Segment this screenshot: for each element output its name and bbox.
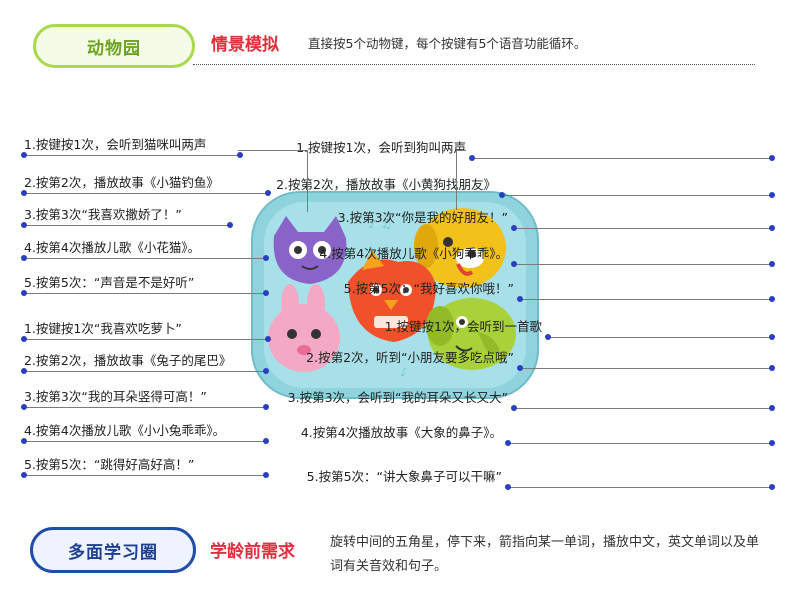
right-elephant-callout-4: 4.按第4次播放故事《大象的鼻子》。	[300, 425, 502, 440]
left-cat-callout-1: 1.按键按1次，会听到猫咪叫两声	[24, 137, 207, 152]
callout-dot	[545, 334, 551, 340]
left-rabbit-callout-2: 2.按第2次，播放故事《兔子的尾巴》	[24, 353, 232, 368]
callout-dot	[769, 334, 775, 340]
callout-dot	[21, 152, 27, 158]
callout-line	[24, 441, 266, 442]
left-cat-callout-5: 5.按第5次：“声音是不是好听”	[24, 275, 195, 290]
callout-dot	[769, 296, 775, 302]
callout-dot	[769, 261, 775, 267]
callout-dot	[517, 365, 523, 371]
callout-dot	[769, 365, 775, 371]
callout-line	[24, 293, 266, 294]
section-pill-zoo: 动物园	[33, 24, 195, 68]
right-dog-callout-1: 1.按键按1次，会听到狗叫两声	[296, 140, 466, 155]
left-rabbit-callout-1: 1.按键按1次“我喜欢吃萝卜”	[24, 321, 182, 336]
section-description-scenario: 直接按5个动物键，每个按键有5个语音功能循环。	[308, 36, 587, 51]
callout-dot	[469, 155, 475, 161]
callout-dot	[263, 404, 269, 410]
rabbit-button[interactable]	[268, 284, 340, 372]
dog-button[interactable]	[414, 208, 506, 288]
callout-line	[548, 337, 772, 338]
callout-dot	[505, 484, 511, 490]
callout-line	[24, 225, 230, 226]
callout-dot	[769, 225, 775, 231]
left-cat-callout-4: 4.按第4次播放儿歌《小花猫》。	[24, 240, 201, 255]
callout-line	[24, 371, 266, 372]
callout-line	[520, 368, 772, 369]
callout-dot	[237, 152, 243, 158]
left-rabbit-callout-5: 5.按第5次：“跳得好高好高！”	[24, 457, 195, 472]
callout-line	[520, 299, 772, 300]
callout-line	[24, 193, 268, 194]
callout-dot	[21, 222, 27, 228]
callout-line	[508, 487, 772, 488]
callout-line	[514, 408, 772, 409]
callout-dot	[21, 472, 27, 478]
callout-line	[24, 258, 266, 259]
callout-dot	[21, 190, 27, 196]
callout-dot	[505, 440, 511, 446]
section-title-preschool: 学龄前需求	[210, 542, 295, 562]
divider-top	[193, 64, 755, 65]
callout-line	[502, 195, 772, 196]
left-cat-callout-2: 2.按第2次，播放故事《小猫钓鱼》	[24, 175, 219, 190]
callout-dot	[21, 368, 27, 374]
callout-dot	[21, 438, 27, 444]
callout-dot	[511, 225, 517, 231]
callout-dot	[265, 336, 271, 342]
right-dog-callout-2: 2.按第2次，播放故事《小黄狗找朋友》	[276, 177, 496, 192]
right-elephant-callout-5: 5.按第5次：“讲大象鼻子可以干嘛”	[306, 469, 502, 484]
cat-button[interactable]	[273, 216, 347, 284]
section-description-preschool: 旋转中间的五角星，停下来，箭指向某一单词，播放中文，英文单词以及单词有关音效和句…	[330, 535, 760, 574]
callout-dot	[517, 296, 523, 302]
left-cat-callout-3: 3.按第3次“我喜欢撒娇了！”	[24, 207, 182, 222]
section-pill-learning-circle: 多面学习圈	[30, 527, 196, 573]
callout-dot	[21, 290, 27, 296]
right-elephant-callout-1: 1.按键按1次，会听到一首歌	[384, 319, 542, 334]
callout-dot	[263, 255, 269, 261]
callout-line	[508, 443, 772, 444]
svg-text:♪: ♪	[400, 365, 408, 379]
callout-dot	[769, 440, 775, 446]
bird-button[interactable]	[348, 250, 436, 342]
callout-dot	[21, 404, 27, 410]
callout-dot	[263, 472, 269, 478]
callout-dot	[769, 484, 775, 490]
callout-dot	[21, 336, 27, 342]
callout-dot	[263, 368, 269, 374]
section-title-scenario: 情景模拟	[211, 35, 279, 55]
callout-line	[514, 264, 772, 265]
toy-image: ♪ ♫ ♪	[250, 186, 540, 401]
callout-line	[24, 339, 268, 340]
connector-dog	[456, 150, 466, 210]
callout-dot	[263, 290, 269, 296]
callout-line	[472, 158, 772, 159]
elephant-button[interactable]	[426, 298, 516, 370]
callout-line	[24, 407, 266, 408]
callout-dot	[511, 405, 517, 411]
callout-dot	[227, 222, 233, 228]
connector-cat	[238, 150, 308, 212]
right-dog-callout-5: 5.按第5次：“我好喜欢你哦！”	[343, 281, 514, 296]
left-rabbit-callout-3: 3.按第3次“我的耳朵竖得可高！”	[24, 389, 207, 404]
callout-dot	[265, 190, 271, 196]
callout-dot	[769, 155, 775, 161]
right-elephant-callout-2: 2.按第2次，听到“小朋友要多吃点哦”	[306, 350, 514, 365]
svg-text:♪ ♫: ♪ ♫	[368, 217, 392, 232]
callout-dot	[21, 255, 27, 261]
right-dog-callout-4: 4.按第4次播放儿歌《小狗乖乖》。	[319, 246, 508, 261]
callout-line	[514, 228, 772, 229]
right-dog-callout-3: 3.按第3次“你是我的好朋友！”	[337, 210, 508, 225]
left-rabbit-callout-4: 4.按第4次播放儿歌《小小兔乖乖》。	[24, 423, 226, 438]
callout-dot	[263, 438, 269, 444]
callout-dot	[499, 192, 505, 198]
callout-dot	[769, 192, 775, 198]
callout-line	[24, 475, 266, 476]
callout-dot	[769, 405, 775, 411]
callout-line	[24, 155, 240, 156]
callout-dot	[511, 261, 517, 267]
right-elephant-callout-3: 3.按第3次，会听到“我的耳朵又长又大”	[287, 390, 508, 405]
